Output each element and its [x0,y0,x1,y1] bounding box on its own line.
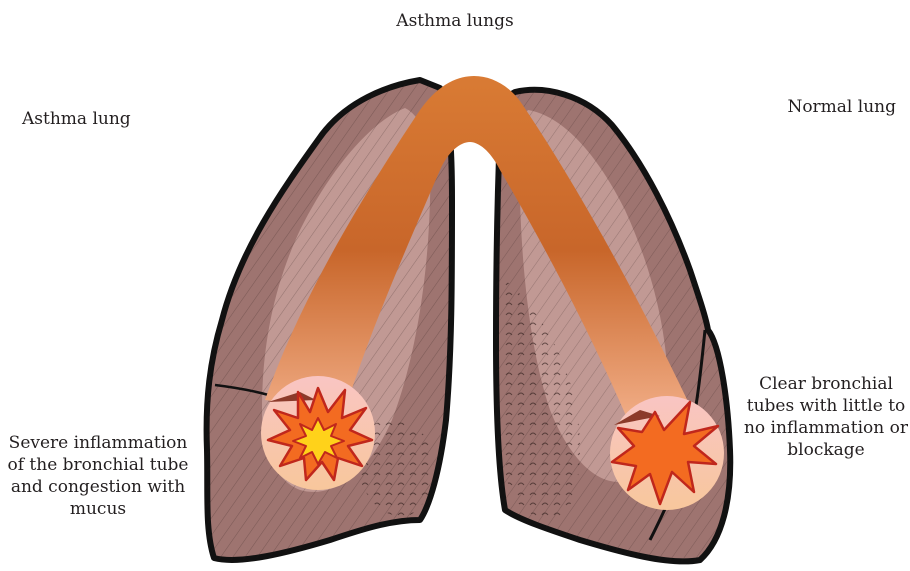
left-inflamed-bronchus [261,376,375,490]
left-mucus-core [293,418,344,464]
right-clear-bronchus [610,396,724,510]
